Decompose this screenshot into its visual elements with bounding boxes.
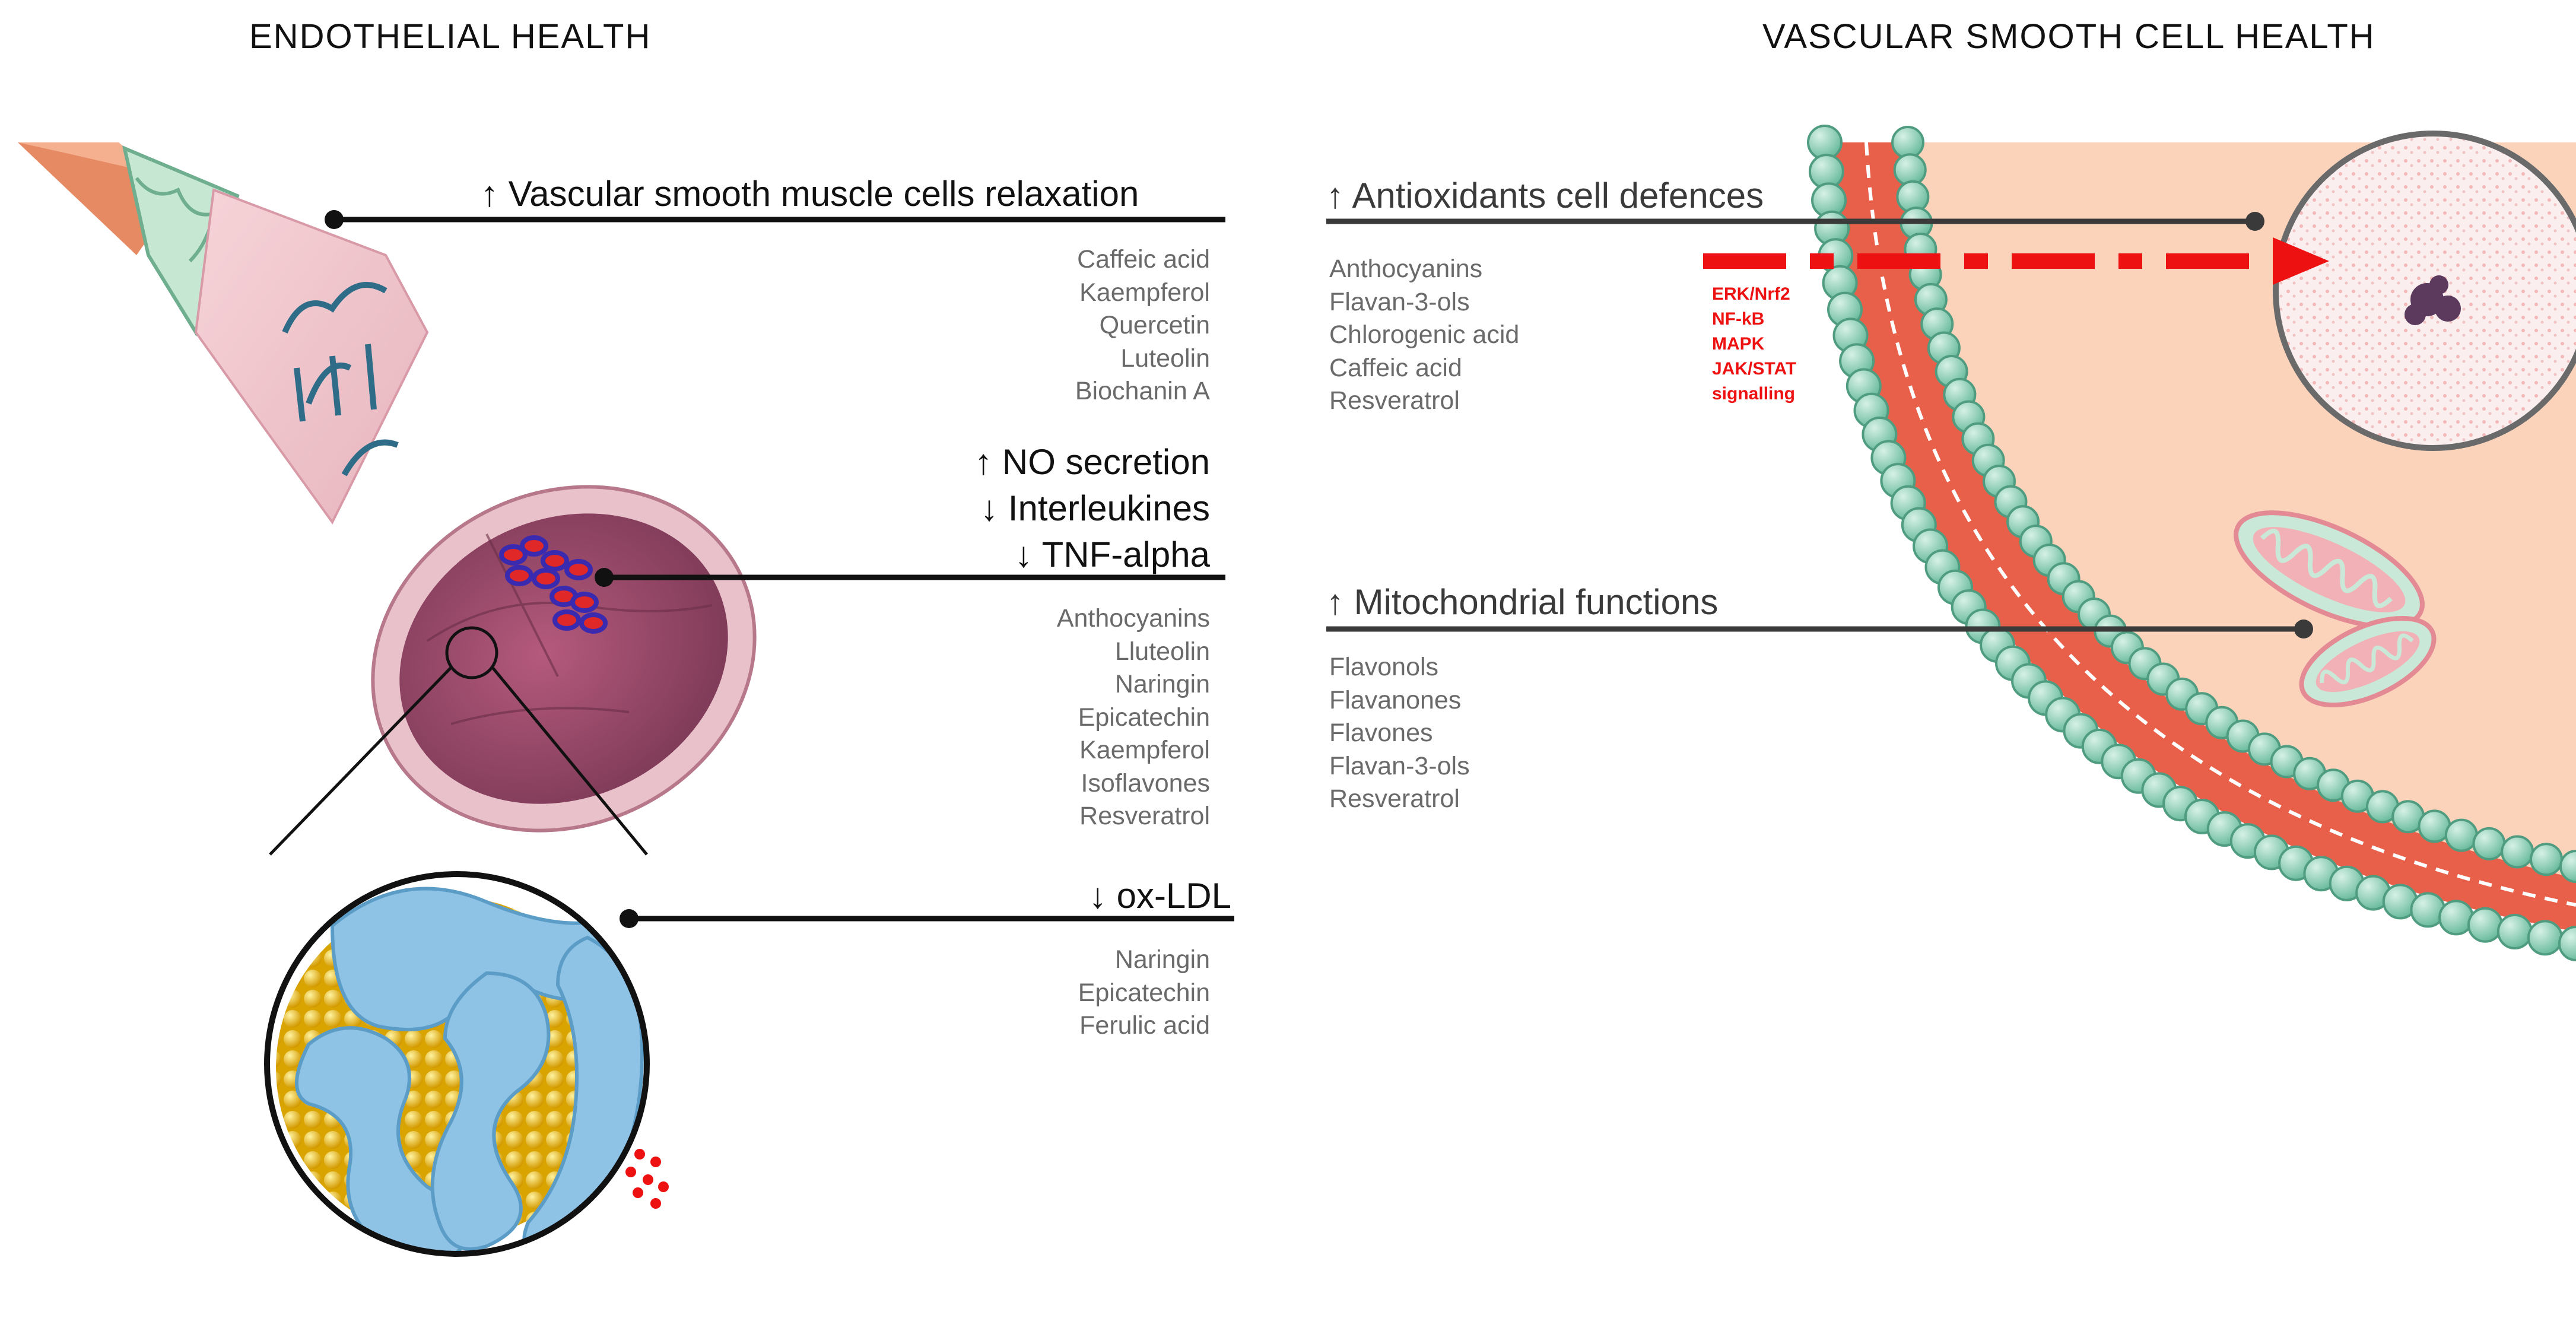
compound-item: Lluteolin <box>1114 637 1210 666</box>
signalling-pathways: ERK/Nrf2 NF-kB MAPK JAK/STAT signalling <box>1712 282 1796 406</box>
phospholipid-head <box>2467 907 2503 943</box>
blood-vessel-illustration <box>18 142 757 856</box>
phospholipid-head <box>2527 920 2563 956</box>
compound-item: Luteolin <box>1120 344 1210 373</box>
red-blood-cells <box>499 535 608 634</box>
phospholipid-head <box>2501 835 2534 869</box>
compound-item: Naringin <box>1114 945 1210 974</box>
oxidation-dots <box>625 1149 669 1209</box>
effect-no-secretion: ↑ NO secretion <box>974 442 1210 482</box>
pathway-label: NF-kB <box>1712 309 1765 329</box>
title-endothelial-health: ENDOTHELIAL HEALTH <box>249 17 652 56</box>
effect-no-group: ↑ NO secretion ↓ Interleukines ↓ TNF-alp… <box>974 439 1210 578</box>
compound-list-antioxidants: Anthocyanins Flavan-3-ols Chlorogenic ac… <box>1329 253 1519 418</box>
effect-smooth-muscle-relaxation: ↑ Vascular smooth muscle cells relaxatio… <box>481 174 1139 214</box>
compound-item: Flavanones <box>1329 685 1462 714</box>
compound-item: Caffeic acid <box>1077 245 1210 274</box>
compound-item: Epicatechin <box>1078 703 1210 732</box>
effect-tnf-alpha: ↓ TNF-alpha <box>1014 535 1210 574</box>
compound-item: Caffeic acid <box>1329 353 1462 382</box>
phospholipid-heads-inner <box>1891 126 2576 883</box>
compound-item: Ferulic acid <box>1079 1011 1210 1040</box>
pathway-label: JAK/STAT <box>1712 359 1797 379</box>
cell-membrane <box>1834 142 2576 932</box>
compound-item: Anthocyanins <box>1056 604 1210 633</box>
compound-item: Epicatechin <box>1078 978 1210 1007</box>
vessel-lumen <box>399 513 728 804</box>
phospholipid-head <box>2438 900 2475 936</box>
title-vascular-smooth-cell-health: VASCULAR SMOOTH CELL HEALTH <box>1762 17 2375 56</box>
compound-list-relaxation: Caffeic acid Kaempferol Quercetin Luteol… <box>1075 243 1210 408</box>
pathway-label: MAPK <box>1712 334 1765 354</box>
endothelial-callout-lines <box>334 217 1234 922</box>
pathway-label: signalling <box>1712 384 1796 404</box>
smooth-cell-callout-lines <box>1326 218 2304 632</box>
vessel-media <box>194 188 429 525</box>
chromatin <box>2405 275 2461 325</box>
pathway-label: ERK/Nrf2 <box>1712 284 1790 304</box>
compound-item: Anthocyanins <box>1329 255 1483 283</box>
compound-item: Resveratrol <box>1329 386 1460 415</box>
phospholipid-head <box>2496 914 2533 949</box>
signalling-arrow <box>1703 237 2329 285</box>
effect-ox-ldl: ↓ ox-LDL <box>1088 876 1231 916</box>
compound-item: Chlorogenic acid <box>1329 320 1520 349</box>
effect-mitochondrial-functions: ↑ Mitochondrial functions <box>1326 582 1719 622</box>
vessel-nerve-network <box>282 282 399 477</box>
phospholipid-head <box>2472 827 2506 860</box>
effect-antioxidant-defences: ↑ Antioxidants cell defences <box>1326 176 1764 215</box>
compound-item: Flavones <box>1329 719 1433 747</box>
mitochondrion-2 <box>2299 615 2437 708</box>
compound-item: Flavonols <box>1329 653 1439 681</box>
compound-list-no-group: Anthocyanins Lluteolin Naringin Epicatec… <box>1057 602 1210 833</box>
compound-item: Biochanin A <box>1075 377 1210 405</box>
ldl-magnifier-ring <box>264 871 650 1257</box>
compound-item: Naringin <box>1114 670 1210 698</box>
phospholipid-head <box>1891 126 1924 159</box>
ldl-particle <box>264 871 669 1257</box>
effect-interleukines: ↓ Interleukines <box>980 488 1210 528</box>
phospholipid-head <box>2559 850 2576 883</box>
mitochondrion-1 <box>2234 510 2425 629</box>
compound-item: Isoflavones <box>1081 768 1210 798</box>
smooth-muscle-cell-illustration <box>1807 125 2576 961</box>
phospholipid-head <box>2530 843 2563 876</box>
compound-item: Quercetin <box>1099 311 1210 339</box>
compound-list-ox-ldl: Naringin Epicatechin Ferulic acid <box>1078 944 1210 1043</box>
compound-list-mitochondria: Flavonols Flavanones Flavones Flavan-3-o… <box>1329 651 1470 816</box>
compound-item: Kaempferol <box>1079 736 1210 764</box>
phospholipid-head <box>2558 926 2576 961</box>
compound-item: Kaempferol <box>1079 278 1210 307</box>
compound-item: Flavan-3-ols <box>1329 751 1470 780</box>
phospholipid-head <box>2444 818 2478 852</box>
compound-item: Resveratrol <box>1079 802 1210 830</box>
compound-item: Flavan-3-ols <box>1329 287 1470 316</box>
compound-item: Resveratrol <box>1329 784 1460 813</box>
phospholipid-heads-outer <box>1807 125 2576 961</box>
zoom-circle <box>445 626 498 679</box>
membrane-tails <box>1864 142 2576 907</box>
